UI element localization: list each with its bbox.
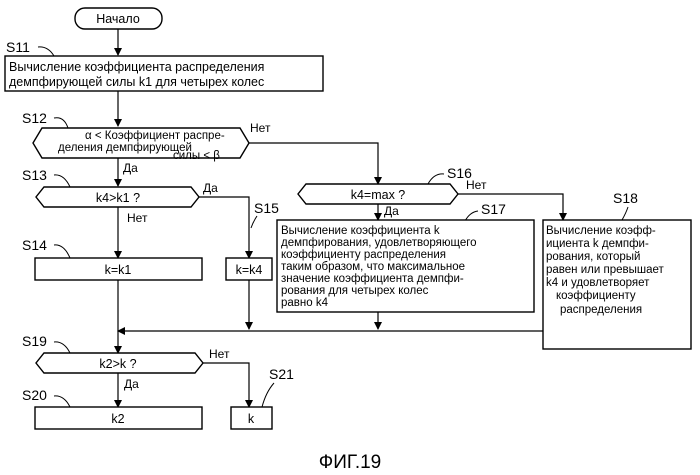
leader-s16 bbox=[428, 174, 444, 184]
leader-s11 bbox=[38, 47, 54, 56]
step-s20: S20 k2 bbox=[22, 387, 202, 429]
decision-s12: S12 α < Коэффициент распре- деления демп… bbox=[22, 110, 249, 162]
s12-no-label: Нет bbox=[250, 121, 271, 135]
leader-s14 bbox=[54, 245, 70, 258]
s12-line-1: α < Коэффициент распре- bbox=[85, 130, 225, 142]
s15-text: k=k4 bbox=[236, 263, 263, 277]
step-s15: S15 k=k4 bbox=[226, 200, 279, 280]
s18-line-2: ициента k демпфи- bbox=[546, 238, 649, 250]
s18-line-7: распределения bbox=[560, 304, 642, 316]
s13-no-label: Нет bbox=[127, 211, 148, 225]
start-node: Начало bbox=[75, 8, 162, 29]
leader-s20 bbox=[54, 396, 70, 407]
connector-s16-no bbox=[458, 194, 563, 220]
decision-s16: S16 k4=max ? bbox=[298, 165, 472, 204]
s13-text: k4>k1 ? bbox=[96, 191, 140, 205]
leader-s21 bbox=[262, 383, 274, 407]
step-label-s18: S18 bbox=[613, 190, 638, 206]
leader-s19 bbox=[54, 342, 70, 353]
s18-line-1: Вычисление коэфф- bbox=[546, 225, 656, 237]
s12-line-2: деления демпфирующей bbox=[58, 142, 192, 154]
step-label-s15: S15 bbox=[254, 200, 279, 216]
s11-line-1: Вычисление коэффициента распределения bbox=[9, 60, 264, 74]
s17-line-6: рования для четырех колес bbox=[281, 285, 429, 297]
s17-line-7: равно k4 bbox=[281, 297, 329, 309]
s14-text: k=k1 bbox=[105, 263, 132, 277]
s18-line-5: k4 и удовлетворяет bbox=[546, 277, 650, 289]
s17-line-1: Вычисление коэффициента k bbox=[281, 225, 440, 237]
s18-line-6: коэффициенту bbox=[556, 290, 636, 302]
connector-s19-no bbox=[203, 363, 249, 407]
s16-yes-label: Да bbox=[384, 204, 399, 218]
s17-line-4: таким образом, что максимальное bbox=[281, 261, 465, 273]
step-label-s11: S11 bbox=[6, 39, 30, 55]
step-label-s20: S20 bbox=[22, 387, 47, 403]
s19-no-label: Нет bbox=[209, 347, 230, 361]
figure-caption: ФИГ.19 bbox=[319, 452, 381, 473]
s21-text: k bbox=[248, 412, 255, 426]
s13-yes-label: Да bbox=[203, 181, 218, 195]
s11-line-2: демпфирующей силы k1 для четырех колес bbox=[9, 75, 264, 89]
step-s14: S14 k=k1 bbox=[22, 237, 202, 280]
s18-line-4: равен или превышает bbox=[546, 264, 664, 276]
step-s18: S18 Вычисление коэфф- ициента k демпфи- … bbox=[543, 190, 691, 349]
s17-line-5: значение коэффициента демпфи- bbox=[281, 273, 464, 285]
step-s21: S21 k bbox=[231, 366, 294, 429]
s18-line-3: рования, который bbox=[546, 251, 640, 263]
leader-s15 bbox=[251, 216, 257, 228]
step-label-s17: S17 bbox=[481, 201, 506, 217]
connector-s12-no bbox=[249, 143, 378, 184]
s16-no-label: Нет bbox=[466, 178, 487, 192]
connector-s13-yes bbox=[199, 197, 249, 258]
s17-line-2: демпфирования, удовлетворяющего bbox=[281, 237, 477, 249]
s20-text: k2 bbox=[111, 412, 124, 426]
s19-yes-label: Да bbox=[124, 377, 139, 391]
step-label-s12: S12 bbox=[22, 110, 47, 126]
leader-s18 bbox=[622, 207, 628, 220]
s12-yes-label: Да bbox=[123, 161, 138, 175]
step-label-s13: S13 bbox=[22, 167, 47, 183]
s16-text: k4=max ? bbox=[351, 188, 406, 202]
s12-line-3: силы < β bbox=[173, 150, 220, 162]
leader-s13 bbox=[54, 175, 70, 187]
s19-text: k2>k ? bbox=[99, 357, 136, 371]
step-label-s19: S19 bbox=[22, 333, 47, 349]
leader-s12 bbox=[54, 118, 68, 128]
step-label-s21: S21 bbox=[269, 366, 294, 382]
step-s17: S17 Вычисление коэффициента k демпфирова… bbox=[277, 201, 534, 312]
step-s11: S11 Вычисление коэффициента распределени… bbox=[5, 39, 323, 91]
start-label: Начало bbox=[96, 12, 140, 26]
step-label-s14: S14 bbox=[22, 237, 47, 253]
s17-line-3: коэффициенту распределения bbox=[281, 249, 446, 261]
decision-s13: S13 k4>k1 ? bbox=[22, 167, 199, 207]
decision-s19: S19 k2>k ? bbox=[22, 333, 203, 373]
